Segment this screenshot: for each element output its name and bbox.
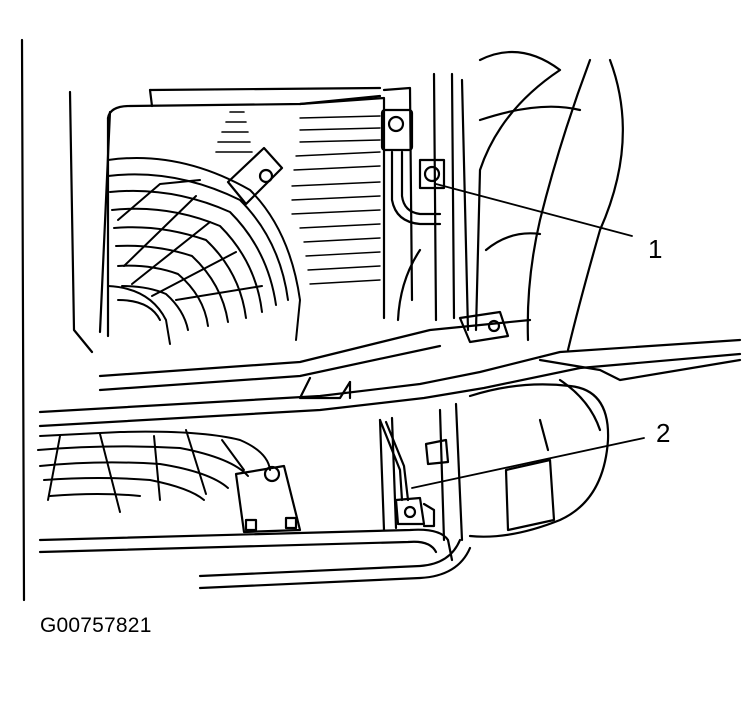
left-body-panel [20, 38, 112, 602]
callout-1-leader [435, 183, 633, 237]
front-cross-member [38, 310, 742, 432]
fan-motor-bracket [226, 146, 284, 206]
lower-radiator-frame [378, 402, 464, 542]
callout-2-label: 2 [656, 418, 670, 448]
leader-lines [411, 183, 645, 489]
radiator-core [291, 86, 414, 320]
lower-fan-mount [234, 464, 302, 534]
right-fender-body [396, 50, 624, 352]
callout-1-label: 1 [648, 234, 662, 264]
figure-identifier: G00757821 [40, 614, 152, 637]
cooling-fan-lower [37, 429, 271, 513]
cooling-fan-upper [107, 157, 301, 345]
fan-shroud-upper [106, 86, 382, 338]
lower-rails [38, 528, 472, 590]
ground-strap-lower [378, 418, 450, 528]
callout-2-leader [411, 437, 645, 489]
front-valance [468, 383, 610, 538]
ground-strap-upper [380, 108, 446, 226]
